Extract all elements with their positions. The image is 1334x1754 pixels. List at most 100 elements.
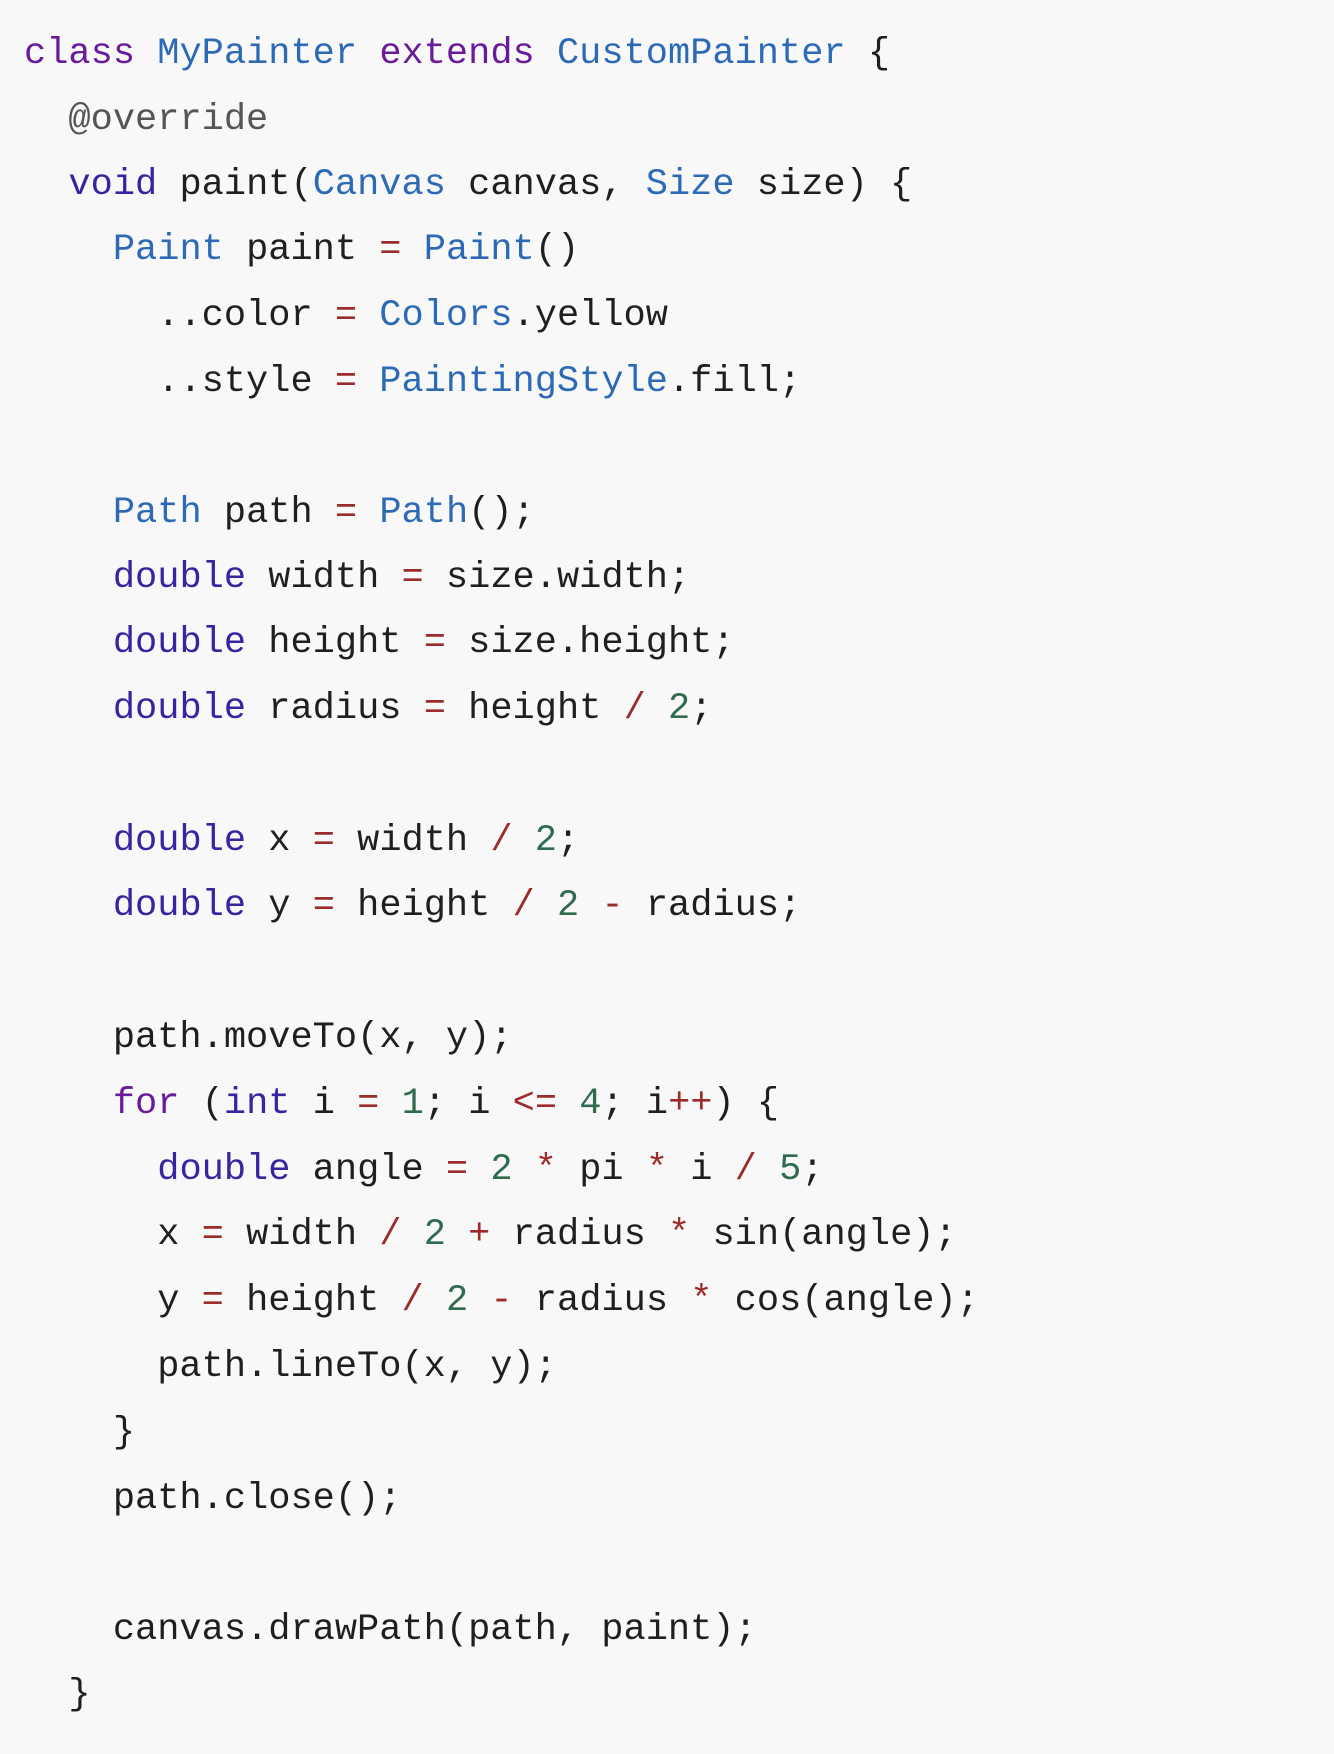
code-token: extends bbox=[379, 33, 535, 75]
code-token bbox=[468, 1149, 490, 1191]
code-line: double y = height / 2 - radius; bbox=[24, 876, 801, 936]
code-token: CustomPainter bbox=[556, 33, 846, 75]
code-token: x bbox=[24, 1214, 202, 1256]
code-token: height bbox=[246, 622, 424, 664]
code-token: 2 bbox=[423, 1214, 446, 1256]
code-token bbox=[379, 1083, 401, 1125]
code-token: double bbox=[112, 885, 247, 927]
code-token bbox=[24, 164, 68, 206]
code-line: double radius = height / 2; bbox=[24, 679, 713, 739]
code-token: * bbox=[645, 1149, 669, 1191]
code-token: + bbox=[468, 1214, 491, 1256]
code-token: ..color bbox=[24, 295, 335, 337]
code-token: ; i bbox=[423, 1083, 513, 1125]
code-token bbox=[579, 885, 601, 927]
code-token: canvas.drawPath(path, paint); bbox=[24, 1609, 757, 1651]
code-token: i bbox=[290, 1083, 358, 1125]
code-token: Path bbox=[379, 492, 469, 534]
code-token: / bbox=[490, 820, 513, 862]
code-token: paint bbox=[223, 229, 380, 271]
code-token: height bbox=[223, 1280, 402, 1322]
code-token bbox=[24, 885, 113, 927]
code-line: double x = width / 2; bbox=[24, 811, 579, 871]
code-token bbox=[513, 820, 535, 862]
code-token: .fill; bbox=[667, 361, 802, 403]
code-token: = bbox=[201, 1280, 224, 1322]
code-token: path bbox=[201, 492, 335, 534]
code-token bbox=[24, 229, 113, 271]
code-line: double width = size.width; bbox=[24, 548, 690, 608]
code-line: } bbox=[24, 1665, 90, 1725]
code-token: ) { bbox=[712, 1083, 780, 1125]
code-token: 2 bbox=[668, 688, 691, 730]
code-token: path.moveTo(x, y); bbox=[24, 1017, 513, 1059]
code-token bbox=[513, 1149, 535, 1191]
code-token: size.height; bbox=[445, 622, 735, 664]
code-token bbox=[557, 1083, 579, 1125]
code-token: = bbox=[312, 820, 335, 862]
code-token: = bbox=[423, 688, 446, 730]
code-token bbox=[468, 1280, 490, 1322]
code-token: MyPainter bbox=[157, 33, 358, 75]
code-token: double bbox=[112, 820, 247, 862]
code-token: () bbox=[534, 229, 580, 271]
code-token: class bbox=[24, 33, 136, 75]
code-token: { bbox=[845, 33, 891, 75]
code-line: Paint paint = Paint() bbox=[24, 220, 579, 280]
code-token: double bbox=[157, 1149, 291, 1191]
code-token: 2 bbox=[556, 885, 580, 927]
code-token: pi bbox=[557, 1149, 646, 1191]
code-token bbox=[24, 688, 113, 730]
code-token: angle bbox=[290, 1149, 446, 1191]
code-token: ++ bbox=[668, 1083, 713, 1125]
code-token: (); bbox=[468, 492, 535, 534]
code-token bbox=[535, 885, 557, 927]
code-token bbox=[24, 492, 113, 534]
code-token: ; i bbox=[601, 1083, 669, 1125]
code-line: ..style = PaintingStyle.fill; bbox=[24, 352, 801, 412]
code-line: canvas.drawPath(path, paint); bbox=[24, 1600, 757, 1660]
code-token: ; bbox=[690, 688, 713, 730]
code-token: .yellow bbox=[512, 295, 668, 337]
code-token: void bbox=[68, 164, 158, 206]
code-token: / bbox=[379, 1214, 402, 1256]
code-token: / bbox=[623, 688, 646, 730]
code-token: 2 bbox=[534, 820, 557, 862]
code-token: - bbox=[490, 1280, 513, 1322]
code-token: = bbox=[334, 361, 358, 403]
code-token: paint( bbox=[157, 164, 313, 206]
code-token: size.width; bbox=[423, 557, 691, 599]
code-token: radius; bbox=[623, 885, 802, 927]
code-token: x bbox=[246, 820, 313, 862]
code-token bbox=[402, 1214, 424, 1256]
code-token: Paint bbox=[112, 229, 224, 271]
code-token: Colors bbox=[379, 295, 513, 337]
code-token: = bbox=[445, 1149, 469, 1191]
code-token: height bbox=[445, 688, 624, 730]
code-token: Canvas bbox=[312, 164, 446, 206]
code-line: y = height / 2 - radius * cos(angle); bbox=[24, 1271, 979, 1331]
code-token bbox=[535, 33, 557, 75]
code-token: / bbox=[734, 1149, 757, 1191]
code-token: = bbox=[401, 557, 424, 599]
code-token bbox=[24, 622, 113, 664]
code-line: for (int i = 1; i <= 4; i++) { bbox=[24, 1074, 779, 1134]
code-line: ..color = Colors.yellow bbox=[24, 286, 668, 346]
code-token bbox=[424, 1280, 446, 1322]
code-token bbox=[446, 1214, 468, 1256]
code-token: path.close(); bbox=[24, 1478, 402, 1520]
code-token: @override bbox=[68, 99, 269, 141]
code-token bbox=[646, 688, 668, 730]
code-token: PaintingStyle bbox=[379, 361, 668, 403]
code-line: path.lineTo(x, y); bbox=[24, 1337, 557, 1397]
code-token bbox=[757, 1149, 779, 1191]
code-token: * bbox=[668, 1214, 691, 1256]
code-token: size) { bbox=[734, 164, 913, 206]
code-token: / bbox=[512, 885, 535, 927]
code-token: width bbox=[334, 820, 491, 862]
code-token bbox=[24, 557, 113, 599]
code-line: path.close(); bbox=[24, 1469, 402, 1529]
code-token: = bbox=[334, 492, 358, 534]
code-token: double bbox=[112, 557, 247, 599]
